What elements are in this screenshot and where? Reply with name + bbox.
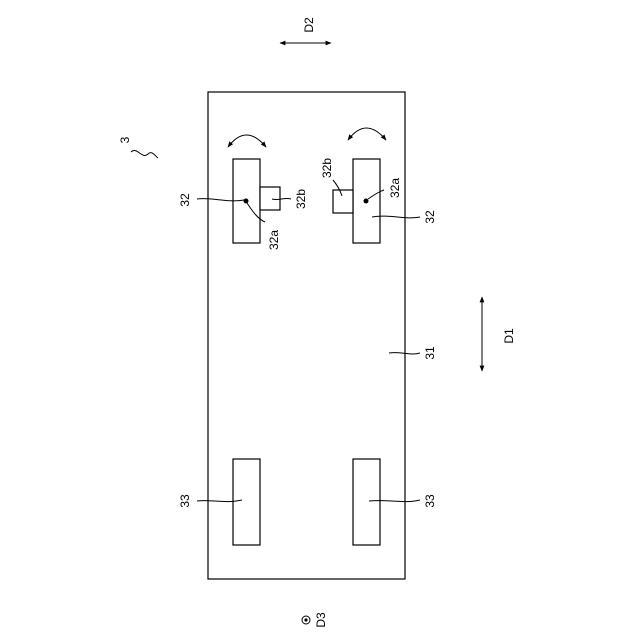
- rear-wheel-left-rect: [233, 459, 260, 545]
- front-wheel-left-label: 32: [178, 193, 192, 207]
- device-leader: [131, 150, 158, 158]
- rear-wheel-left-label: 33: [178, 494, 192, 508]
- d3-direction-symbol: [302, 616, 310, 624]
- pivot-left-label: 32a: [267, 230, 281, 250]
- pivot-right-dot: [364, 199, 369, 204]
- device-label: 3: [118, 136, 132, 143]
- rear-wheel-right-rect: [353, 459, 380, 545]
- d1-label: D1: [502, 328, 516, 344]
- motor-left-label: 32b: [294, 189, 308, 209]
- front-wheel-right-label: 32: [423, 210, 437, 224]
- d3-label: D3: [314, 612, 328, 628]
- body-label: 31: [423, 346, 437, 360]
- motor-right-rect: [333, 190, 353, 213]
- rear-wheel-right-label: 33: [423, 494, 437, 508]
- motor-left-rect: [260, 187, 280, 210]
- pivot-left-dot: [244, 199, 249, 204]
- motor-right-label: 32b: [320, 158, 334, 178]
- d2-label: D2: [302, 17, 316, 33]
- pivot-right-label: 32a: [388, 178, 402, 198]
